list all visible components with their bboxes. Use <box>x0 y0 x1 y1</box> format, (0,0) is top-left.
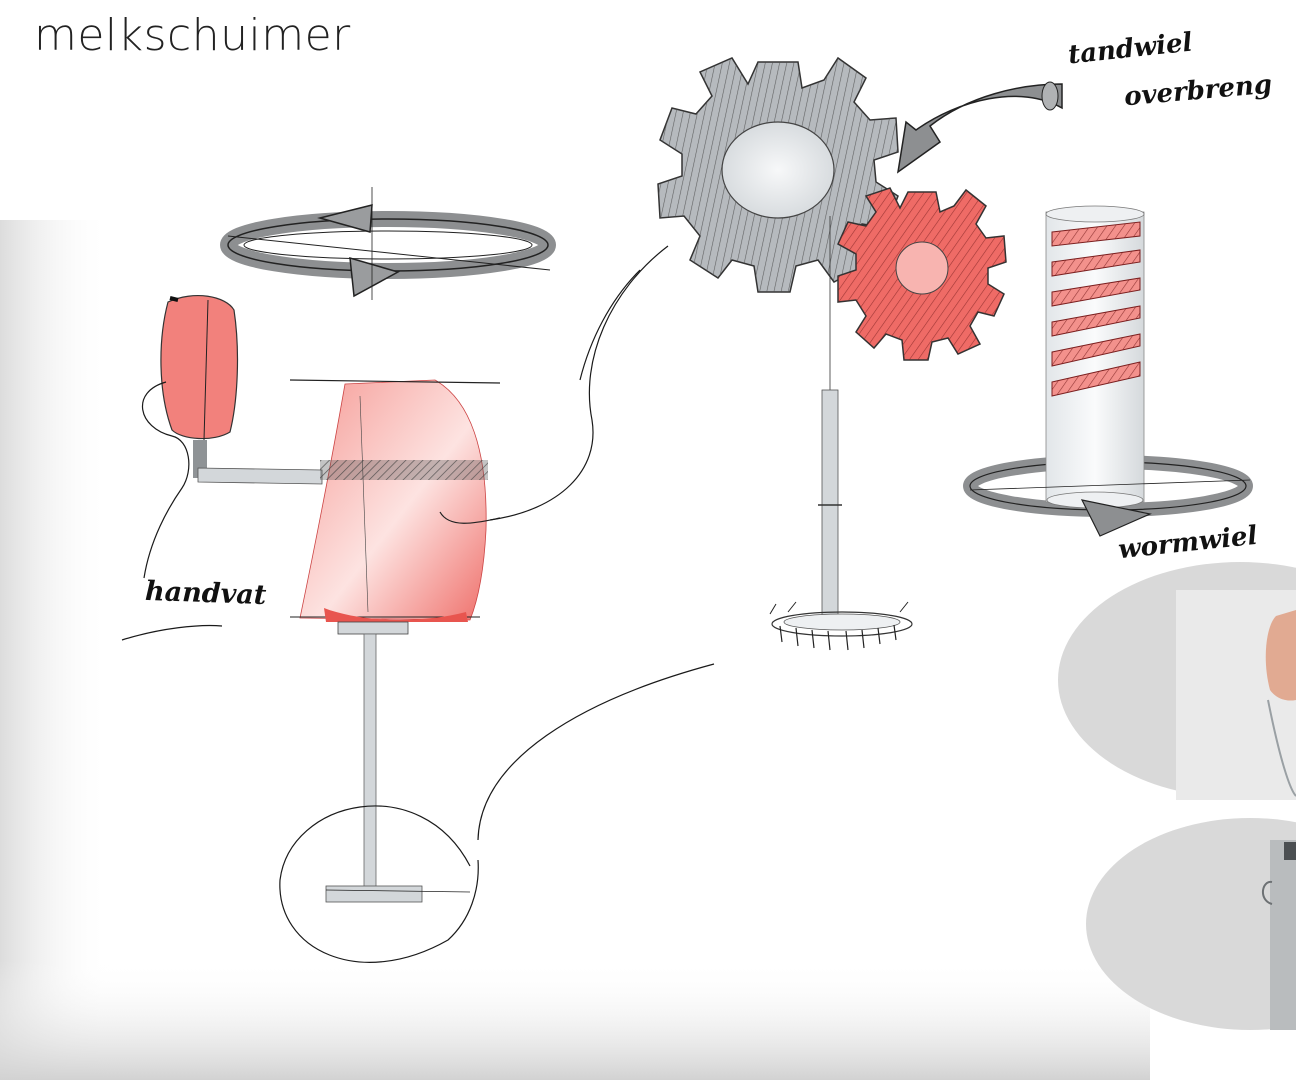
sketch-curves <box>121 245 715 963</box>
handle-grip <box>160 295 323 485</box>
rotation-arrow <box>220 187 556 300</box>
page-title: melkschuimer <box>34 10 351 61</box>
bg-shade-bottom <box>0 960 1150 1080</box>
handvat-label: handvat <box>144 575 267 612</box>
photo-hand <box>1058 562 1296 800</box>
small-gear <box>837 187 1007 361</box>
main-body <box>289 379 501 635</box>
curved-arrow <box>896 81 1063 174</box>
photo-frother <box>1086 818 1296 1030</box>
bg-shade-left <box>0 220 110 1080</box>
main-shaft <box>325 633 471 903</box>
whisk-shaft <box>769 216 913 651</box>
large-gear <box>657 56 899 293</box>
worm-gear <box>963 205 1253 537</box>
